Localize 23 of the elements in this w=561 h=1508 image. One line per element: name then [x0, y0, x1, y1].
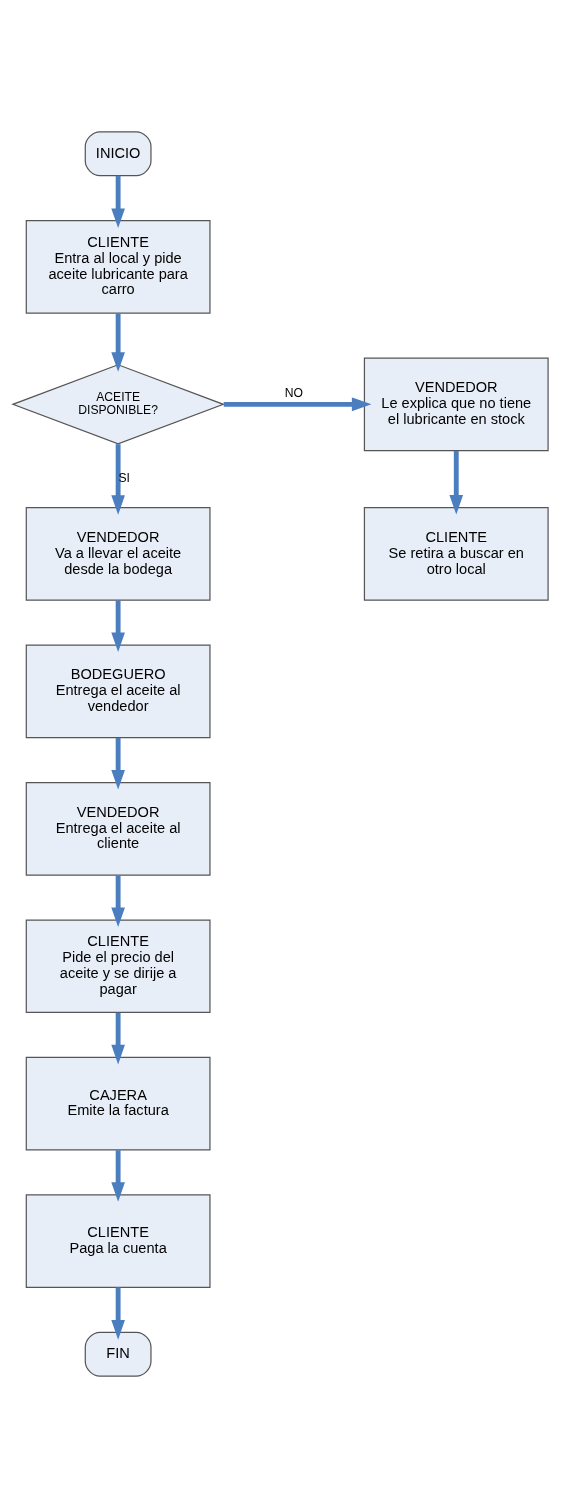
arrow	[449, 450, 464, 515]
arrow	[111, 1150, 125, 1202]
arrow	[111, 1012, 125, 1065]
node-box: FIN	[84, 1331, 152, 1377]
arrow	[111, 1287, 125, 1340]
node-box: CLIENTE Entra al local y pide aceite lubricante para carro	[25, 220, 211, 314]
arrow	[111, 313, 125, 372]
arrow	[111, 600, 125, 653]
node-box: CLIENTE Pide el precio del aceite y se dirije a pagar	[25, 919, 211, 1014]
node-box: CAJERA Emite la factura	[25, 1056, 211, 1151]
arrow	[111, 737, 125, 790]
arrow	[111, 175, 125, 228]
edge-label: NO	[284, 386, 303, 401]
node-box: BODEGUERO Entrega el aceite al vendedor	[25, 644, 211, 739]
node-box: VENDEDOR Entrega el aceite al cliente	[25, 781, 211, 876]
node-box: CLIENTE Paga la cuenta	[25, 1194, 211, 1288]
arrow	[223, 397, 372, 412]
node-diamond: ACEITE DISPONIBLE?	[11, 364, 226, 445]
node-box: INICIO	[84, 131, 152, 177]
node-box: VENDEDOR Va a llevar el aceite desde la bodega	[25, 507, 211, 601]
arrow	[111, 875, 125, 927]
node-box: VENDEDOR Le explica que no tiene el lubricante en stock	[363, 357, 549, 452]
node-box: CLIENTE Se retira a buscar en otro local	[363, 507, 549, 601]
